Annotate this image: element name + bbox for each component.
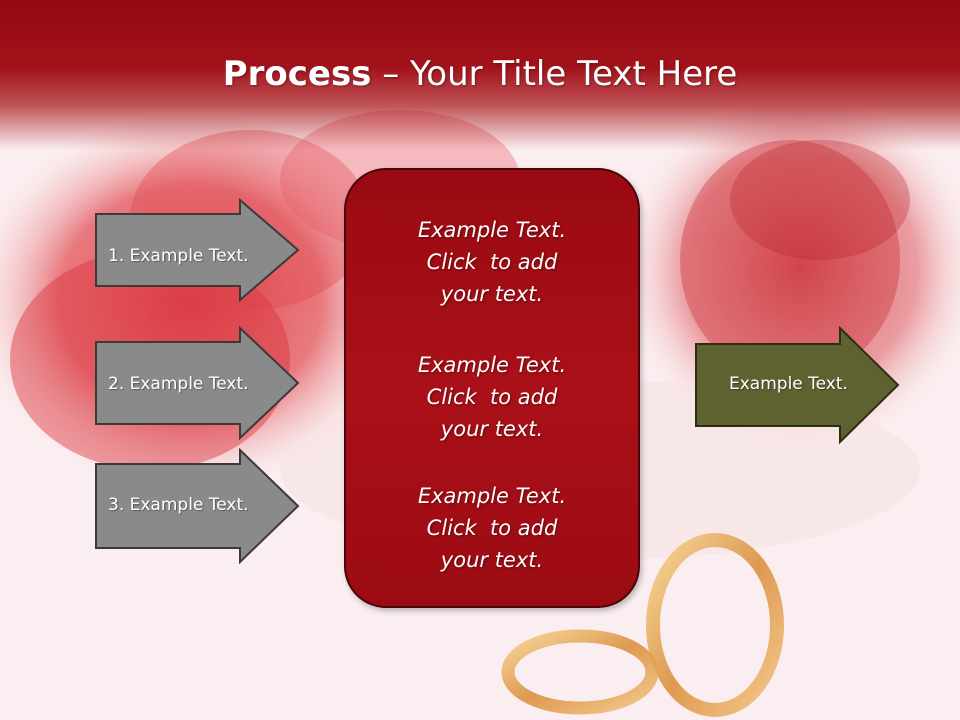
title-bold: Process (222, 54, 372, 94)
paragraph-3-line-3: your text. (440, 548, 544, 572)
left-arrow-2-label: 2. Example Text. (108, 374, 249, 394)
paragraph-2-line-2: Click to add (426, 385, 558, 409)
left-arrow-3-label: 3. Example Text. (108, 495, 249, 515)
left-arrow-1-label: 1. Example Text. (108, 246, 249, 266)
left-arrow-1[interactable] (94, 198, 300, 302)
paragraph-3-line-2: Click to add (426, 516, 558, 540)
paragraph-1-line-3: your text. (440, 282, 544, 306)
right-arrow-label: Example Text. (729, 374, 848, 394)
title-band (0, 0, 960, 150)
slide-title: Process – Your Title Text Here (0, 52, 960, 96)
paragraph-3-line-1: Example Text. (417, 484, 567, 508)
center-paragraph-1: Example Text. Click to add your text. (346, 214, 638, 310)
paragraph-1-line-2: Click to add (426, 250, 558, 274)
left-arrow-2[interactable] (94, 326, 300, 440)
center-paragraph-3: Example Text. Click to add your text. (346, 480, 638, 576)
center-text-box[interactable]: Example Text. Click to add your text. Ex… (344, 168, 640, 608)
paragraph-1-line-1: Example Text. (417, 218, 567, 242)
right-arrow[interactable] (694, 326, 900, 446)
paragraph-2-line-3: your text. (440, 417, 544, 441)
center-paragraph-2: Example Text. Click to add your text. (346, 349, 638, 445)
paragraph-2-line-1: Example Text. (417, 353, 567, 377)
left-arrow-3[interactable] (94, 448, 300, 564)
title-rest: – Your Title Text Here (371, 54, 738, 94)
